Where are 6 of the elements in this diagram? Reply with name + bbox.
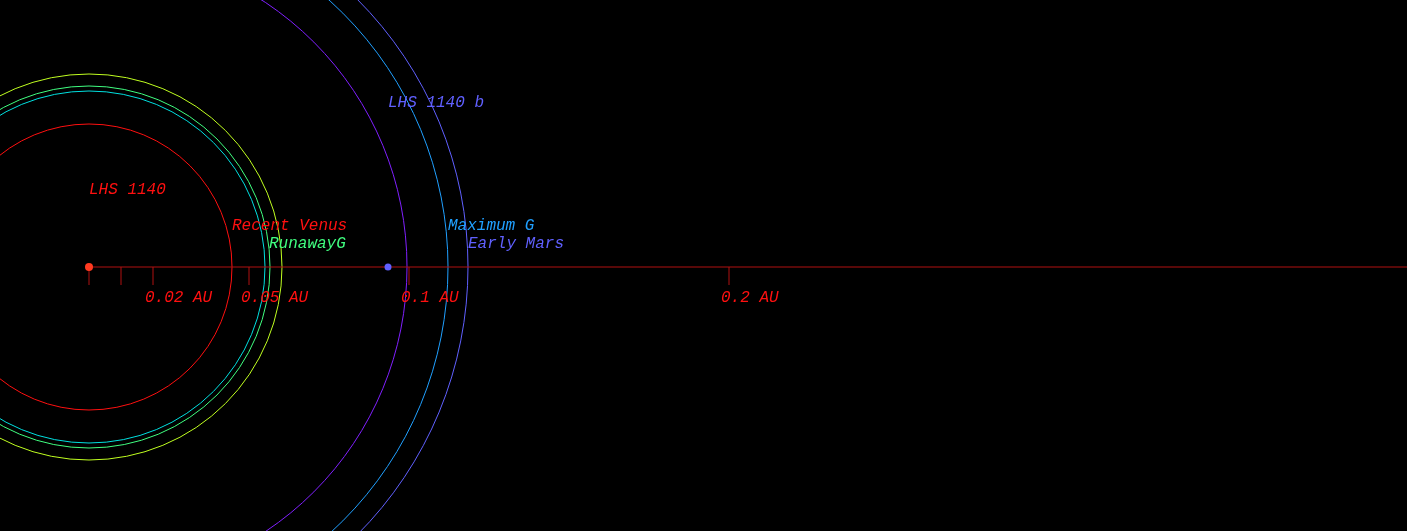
scale-label: 0.02 AU — [145, 289, 213, 307]
scale-label: 0.2 AU — [721, 289, 779, 307]
star-name: LHS 1140 — [89, 181, 166, 199]
zone-limit-label: Maximum G — [448, 217, 535, 235]
zone-limit-label: RunawayG — [269, 235, 346, 253]
zone-limit-label: Early Mars — [468, 235, 564, 253]
